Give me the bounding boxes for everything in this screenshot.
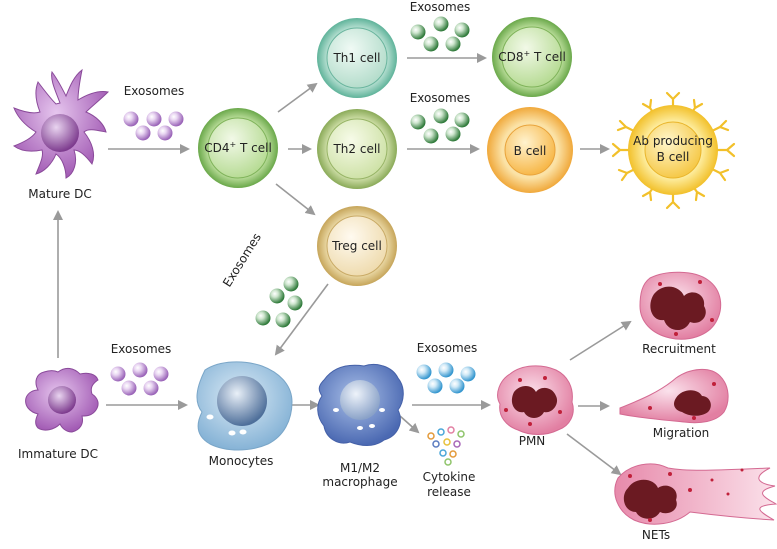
cytokine-particles [427,426,465,466]
cd8-t-cell [492,17,572,97]
b-cell [487,107,573,193]
exosomes-green-diagonal [255,276,303,328]
arrow-cd4-to-treg [275,183,316,216]
cd8-prefix: CD8 [498,50,524,64]
th2-label: Th2 cell [333,142,381,156]
cd8-label: CD8+ T cell [498,49,566,65]
arrows [53,53,632,476]
arrow-pmn-to-recruitment [569,320,632,361]
arrow-cd4-to-th1 [277,82,318,113]
ab-producing-b-cell [611,91,736,210]
cd4-prefix: CD4 [204,141,230,155]
macrophage-cell [317,364,404,446]
th2-cell [317,109,397,189]
exosomes-green-middle [410,108,470,144]
monocytes-label: Monocytes [208,454,274,468]
cd4-t-cell [198,108,278,188]
treg-label: Treg cell [332,239,382,253]
treg-cell [317,206,397,286]
exosomes-purple-bottom [110,362,169,396]
nets-label: NETs [641,528,671,542]
migration-cell [619,369,729,424]
cd8-superscript: + [523,49,531,58]
th1-cell [317,18,397,98]
pmn-cell [497,365,574,435]
macrophage-label-line2: macrophage [322,475,398,489]
exosomes-label-immature: Exosomes [110,342,172,356]
mature-dc-label: Mature DC [28,187,92,201]
arrow-treg-to-monocytes [274,283,329,356]
immature-dc-cell [25,367,99,433]
nets-cell [614,463,777,525]
recruitment-cell [639,271,722,340]
b-cell-label: B cell [513,144,547,158]
exosomes-blue [416,362,476,394]
recruitment-label: Recruitment [642,342,716,356]
pmn-label: PMN [518,434,546,448]
exosomes-label-th1: Exosomes [409,0,471,14]
exosomes-label-th2: Exosomes [409,91,471,105]
cytokine-label-line1: Cytokine [422,470,476,484]
mature-dc-cell [12,68,110,179]
th1-label: Th1 cell [333,51,381,65]
migration-label: Migration [652,426,710,440]
ab-label-line1: Ab producing [633,134,713,148]
cytokine-label-line2: release [427,485,471,499]
macrophage-label-line1: M1/M2 [339,461,381,475]
exosomes-green-top [410,16,470,52]
exosomes-label-dc: Exosomes [123,84,185,98]
cd4-suffix: T cell [236,141,272,155]
exosomes-purple-top [123,111,184,141]
arrow-macrophage-to-cytokine [399,415,420,434]
ab-label-line2: B cell [656,150,690,164]
cd4-superscript: + [229,140,237,149]
arrow-pmn-to-nets [566,433,622,476]
monocyte-cell [196,361,293,451]
exosomes-label-macrophage: Exosomes [416,341,478,355]
cd8-suffix: T cell [530,50,566,64]
cd4-label: CD4+ T cell [204,140,272,156]
immature-dc-label: Immature DC [17,447,99,461]
